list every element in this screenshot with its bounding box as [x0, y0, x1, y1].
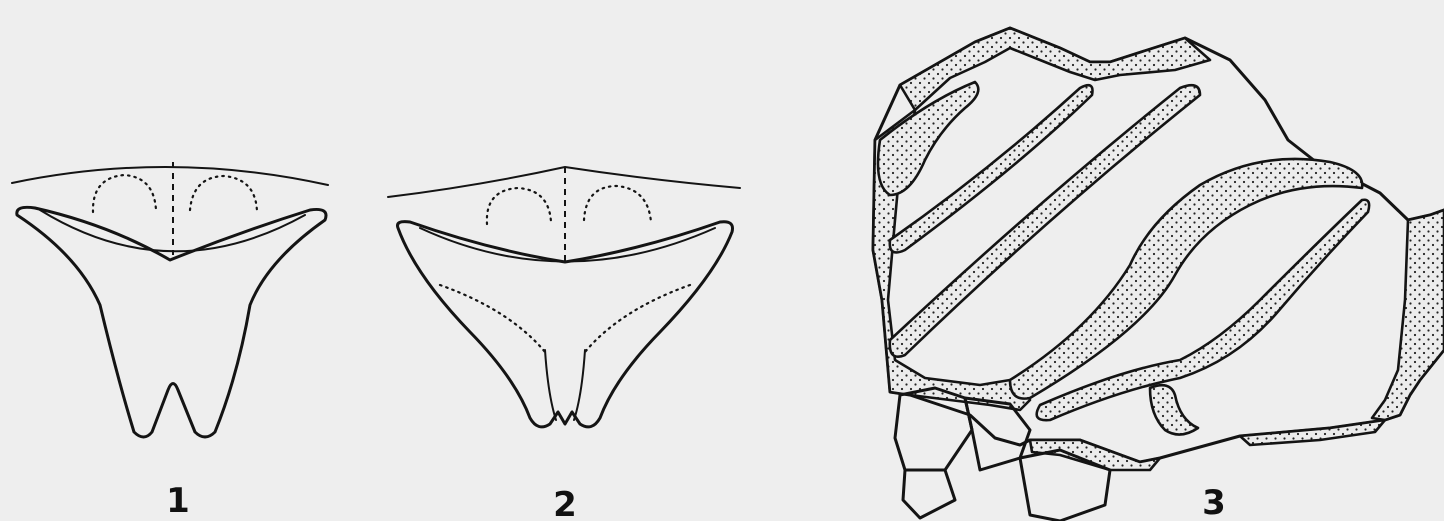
fig1-upper-margin — [12, 167, 328, 185]
fig3-band-bottom-right — [1240, 420, 1385, 445]
fig2-lower-lip — [420, 228, 715, 262]
figure-label-2: 2 — [553, 485, 577, 521]
figure-label-3: 3 — [1202, 483, 1226, 521]
figure-1-drawing — [12, 162, 328, 437]
fig2-right-dotted-arch — [584, 186, 651, 222]
fig2-inner-lobe-left — [545, 350, 556, 420]
figure-label-1: 1 — [166, 481, 190, 521]
figure-3-drawing — [873, 28, 1444, 521]
figure-2-drawing — [388, 167, 740, 427]
fig2-left-dotted-arch — [487, 188, 551, 224]
fig1-outline — [17, 207, 326, 437]
fig3-cell-3 — [903, 470, 955, 518]
fig3-band-right-edge — [1372, 210, 1444, 420]
fig1-right-dotted-arch — [190, 176, 257, 212]
fig1-left-dotted-arch — [93, 175, 156, 212]
fig3-lower-pocket — [1150, 385, 1198, 434]
fig2-inner-lobe-right — [574, 350, 585, 420]
fig2-outline — [398, 222, 733, 427]
